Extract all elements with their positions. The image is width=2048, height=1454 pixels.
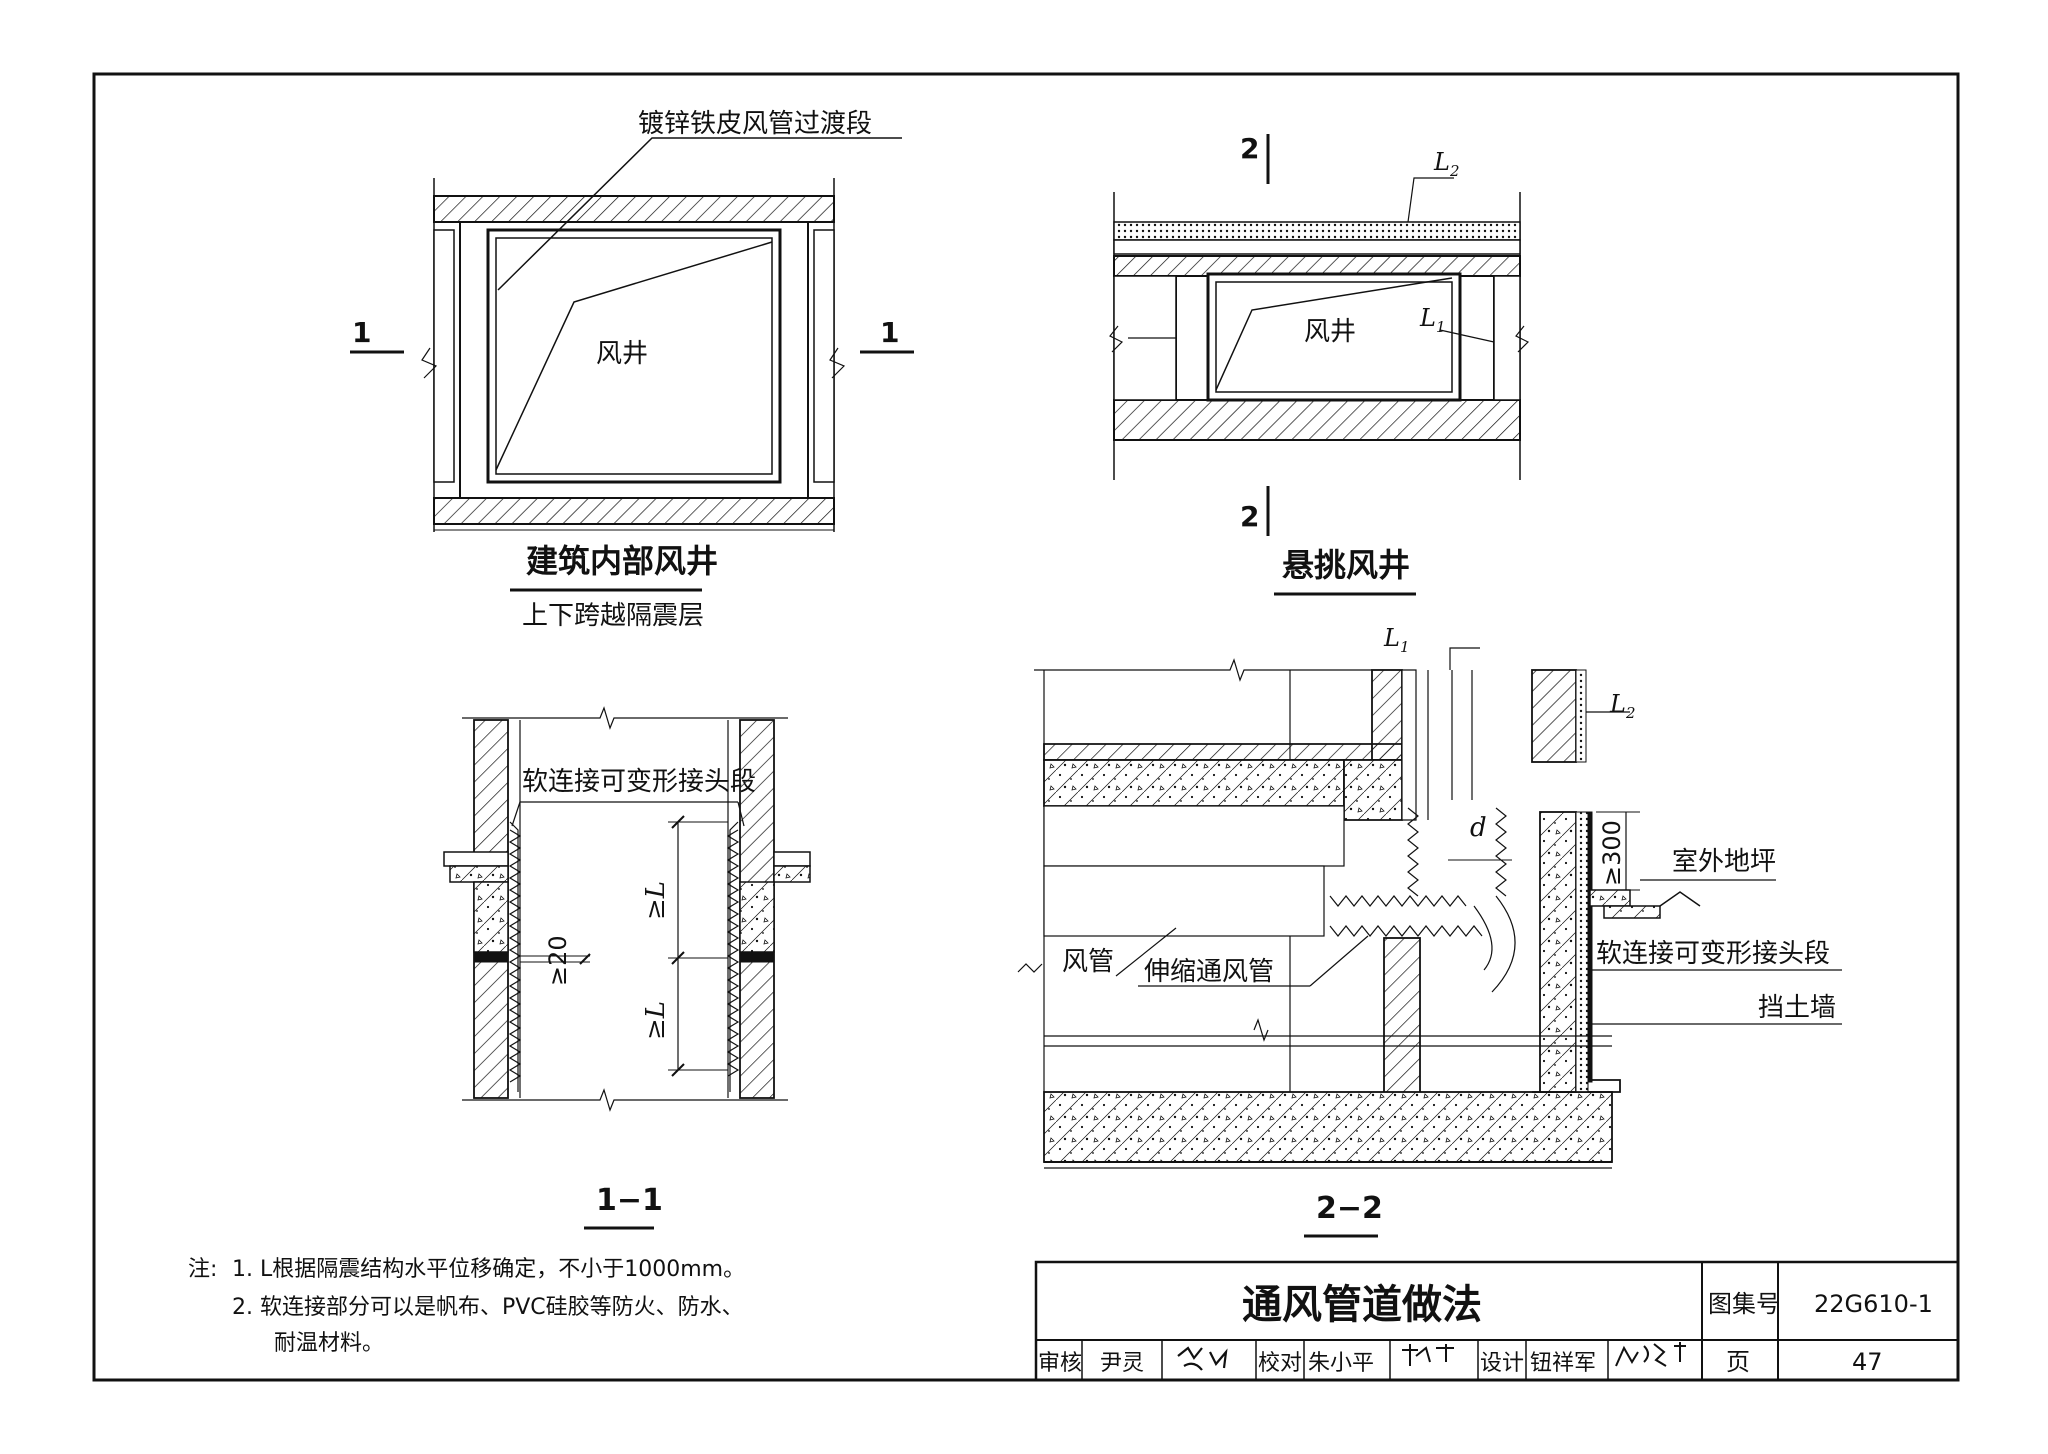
drawing-subtitle-internal-shaft: 上下跨越隔震层 (522, 601, 704, 631)
atlas-number: 22G610-1 (1814, 1290, 1933, 1318)
label-l2-top: L (1433, 148, 1450, 176)
drawing-title-internal-shaft: 建筑内部风井 (526, 542, 718, 580)
label-l2-section: L (1609, 690, 1626, 718)
drawing-title-section-1-1: 1−1 (596, 1183, 663, 1218)
design-name: 钮祥军 (1530, 1351, 1596, 1376)
label-retaining-wall: 挡土墙 (1758, 993, 1836, 1023)
check-label: 校对 (1258, 1351, 1302, 1376)
title-block-title: 通风管道做法 (1242, 1282, 1482, 1328)
note-2: 2. 软连接部分可以是帆布、PVC硅胶等防火、防水、 (232, 1295, 744, 1320)
label-d: d (1470, 813, 1487, 843)
label-len-upper: ≥L (641, 881, 671, 920)
drawing-section-1-1: 软连接可变形接头段 ≥L ≥L ≥20 1−1 (443, 706, 811, 1230)
atlas-label: 图集号 (1708, 1290, 1780, 1318)
label-l1-top-sub: 1 (1436, 318, 1446, 336)
label-expansion-duct: 伸缩通风管 (1144, 957, 1274, 987)
review-signature (1177, 1346, 1228, 1371)
label-l1-top: L (1419, 304, 1436, 332)
label-ground: 室外地坪 (1672, 847, 1776, 877)
notes: 注: 1. L根据隔震结构水平位移确定，不小于1000mm。 2. 软连接部分可… (188, 1257, 745, 1356)
title-block: 通风管道做法 图集号 22G610-1 页 47 审核 尹灵 校对 朱小平 设计… (1034, 1260, 1960, 1382)
label-l1-section: L (1383, 624, 1400, 652)
drawing-title-section-2-2: 2−2 (1316, 1191, 1383, 1226)
note-2-cont: 耐温材料。 (274, 1331, 384, 1356)
label-flex-joint-1: 软连接可变形接头段 (522, 767, 756, 797)
check-name: 朱小平 (1308, 1351, 1374, 1376)
sheet-border (92, 72, 1960, 1382)
review-name: 尹灵 (1100, 1351, 1144, 1376)
design-label: 设计 (1480, 1351, 1524, 1376)
label-flex-joint-2: 软连接可变形接头段 (1596, 939, 1830, 969)
label-dim-300: ≥300 (1598, 820, 1626, 886)
label-l2-section-sub: 2 (1625, 704, 1636, 722)
section-mark-2-bottom: 2 (1240, 500, 1259, 533)
label-transition: 镀锌铁皮风管过渡段 (638, 109, 872, 139)
check-signature (1402, 1344, 1454, 1366)
drawing-internal-shaft: 镀锌铁皮风管过渡段 风井 1 1 建筑内部风井 上下跨越隔震层 (350, 109, 914, 631)
page-number: 47 (1852, 1348, 1883, 1376)
page-label: 页 (1726, 1348, 1750, 1376)
review-label: 审核 (1038, 1351, 1082, 1376)
label-shaft-2: 风井 (1304, 317, 1356, 347)
label-l2-top-sub: 2 (1449, 162, 1460, 180)
note-1: 1. L根据隔震结构水平位移确定，不小于1000mm。 (232, 1257, 745, 1282)
drawing-section-2-2: L 1 L 2 d ≥300 室外地坪 软连接可变形接头段 挡土墙 风管 伸缩通… (1017, 624, 1842, 1238)
drawing-title-cantilever-shaft: 悬挑风井 (1282, 546, 1410, 584)
section-mark-2-top: 2 (1240, 132, 1259, 165)
label-shaft-1: 风井 (596, 339, 648, 369)
label-l1-section-sub: 1 (1400, 638, 1410, 656)
label-len-lower: ≥L (641, 1001, 671, 1040)
section-mark-1-right: 1 (880, 316, 899, 349)
section-mark-1-left: 1 (352, 316, 371, 349)
label-gap: ≥20 (544, 935, 572, 986)
drawing-cantilever-shaft: L 2 L 1 风井 2 2 悬挑风井 (1109, 132, 1530, 596)
design-signature (1615, 1342, 1686, 1367)
notes-prefix: 注: (188, 1257, 217, 1282)
label-duct: 风管 (1062, 947, 1114, 977)
